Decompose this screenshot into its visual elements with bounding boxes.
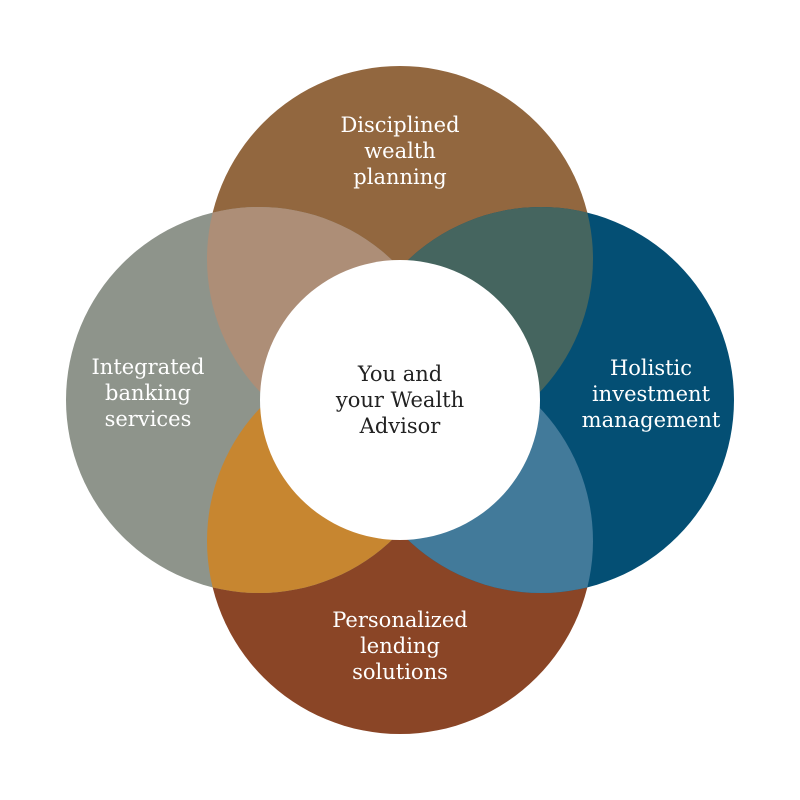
petal-left-label-line-1: Integrated [92,355,205,379]
petal-bottom-label-line-2: lending [360,634,440,658]
petal-top-label-line-3: planning [353,165,446,189]
petal-right-label-line-3: management [582,408,721,432]
petal-right-label-line-1: Holistic [610,356,692,380]
center-label-line-1: You and [357,362,442,386]
petal-right-label: Holistic investment management [582,356,721,432]
petal-top-label: Disciplined wealth planning [340,113,459,189]
center-label-line-3: Advisor [359,414,442,438]
petal-bottom-label-line-1: Personalized [332,608,468,632]
petal-left-label-line-3: services [105,407,192,431]
petal-top-label-line-1: Disciplined [340,113,459,137]
center-label-line-2: your Wealth [335,388,464,412]
center-circle [260,260,540,540]
petal-left-label-line-2: banking [105,381,191,405]
petal-top-label-line-2: wealth [364,139,436,163]
petal-bottom-label: Personalized lending solutions [332,608,468,684]
petal-left-label: Integrated banking services [92,355,205,431]
petal-right-label-line-2: investment [592,382,711,406]
petal-bottom-label-line-3: solutions [352,660,448,684]
center-label: You and your Wealth Advisor [335,362,464,438]
